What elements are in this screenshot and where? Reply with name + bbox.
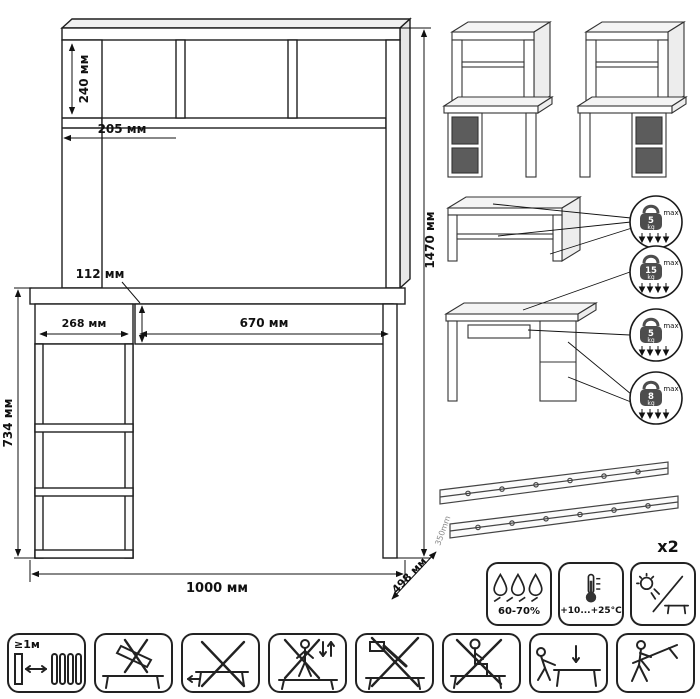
care-icon-heat-distance: ≥1м: [7, 633, 86, 693]
humidity-icon: [493, 572, 543, 602]
max-label: max: [663, 322, 678, 330]
load-limit-badge-drawer: 5 kg max: [629, 308, 683, 362]
max-label: max: [663, 209, 678, 217]
dim-205-label: 205 мм: [98, 122, 147, 136]
care-icon-no-hammer: [355, 633, 434, 693]
dim-734-label: 734 мм: [1, 399, 15, 448]
sunlight-box: [630, 562, 696, 626]
care-icon-carry-properly: [616, 633, 695, 693]
person-icon: [536, 647, 546, 657]
hutch-isometric: [446, 196, 582, 262]
main-technical-drawing: 240 мм 205 мм 1470 мм 112 мм 268 мм 670 …: [1, 17, 437, 600]
load-limit-badge-desktop: 15 kg max: [629, 245, 683, 299]
variant-left-pedestal: [442, 21, 554, 178]
kettlebell-icon: [642, 380, 660, 390]
dim-498-label: 498 мм: [389, 555, 429, 596]
orientation-variants: [442, 21, 688, 178]
min-distance-label: ≥1м: [14, 638, 40, 651]
desk-front-view: [29, 17, 412, 559]
drawer-slide-rail-2: [449, 495, 679, 539]
variant-right-pedestal: [576, 21, 688, 178]
weight-unit: kg: [647, 337, 654, 344]
person-icon: [300, 639, 310, 649]
person-icon: [636, 640, 646, 650]
drawer-slides-section: 350mm x2: [433, 461, 679, 556]
care-icon-no-sitting: [442, 633, 521, 693]
weight-unit: kg: [647, 400, 654, 407]
radiator-icon: [14, 653, 82, 685]
temperature-box: +10...+25°С: [558, 562, 624, 626]
kettlebell-icon: [642, 254, 660, 264]
slide-quantity-label: x2: [657, 537, 678, 556]
load-limit-badge-pedestal: 8 kg max: [629, 371, 683, 425]
leader-lines: [492, 203, 633, 403]
dim-268-label: 268 мм: [62, 317, 107, 330]
weight-value: 8: [648, 392, 654, 402]
kettlebell-icon: [642, 317, 660, 327]
care-icon-no-jumping: [268, 633, 347, 693]
tilted-panel-icon: [115, 644, 153, 669]
weight-unit: kg: [647, 274, 654, 281]
weight-unit: kg: [647, 224, 654, 231]
humidity-box: 60-70%: [486, 562, 552, 626]
storage-conditions: 60-70% +10...+25°С: [486, 562, 696, 626]
down-arrows-icon: [638, 283, 670, 294]
dim-1000-label: 1000 мм: [186, 581, 248, 596]
kettlebell-icon: [642, 204, 660, 214]
no-direct-sunlight-icon: [636, 572, 690, 615]
dimension-lines: [14, 27, 437, 600]
load-limit-badge-shelf: 5 kg max: [629, 195, 683, 249]
dim-1470-label: 1470 мм: [423, 211, 437, 268]
max-label: max: [663, 259, 678, 267]
thermometer-icon: [585, 573, 601, 603]
desk-isometric: [444, 302, 598, 402]
care-icon-assembly-support: [529, 633, 608, 693]
care-pictograms: ≥1м: [7, 633, 695, 693]
care-icon-no-tilt-panel: [94, 633, 173, 693]
max-label: max: [663, 385, 678, 393]
drawer-slide-rail-1: [439, 461, 669, 505]
down-arrows-icon: [638, 233, 670, 244]
weight-value: 5: [648, 329, 654, 339]
down-arrows-icon: [638, 346, 670, 357]
dim-670-label: 670 мм: [240, 316, 289, 330]
care-icon-no-dragging: [181, 633, 260, 693]
dim-240-label: 240 мм: [77, 55, 91, 104]
weight-value: 15: [645, 266, 657, 276]
humidity-value: 60-70%: [497, 605, 540, 617]
down-arrows-icon: [638, 409, 670, 420]
dim-112-label: 112 мм: [76, 267, 125, 281]
weight-value: 5: [648, 216, 654, 226]
load-limit-diagram: 5 kg max 15 kg max: [444, 195, 683, 425]
temperature-value: +10...+25°С: [560, 606, 622, 616]
